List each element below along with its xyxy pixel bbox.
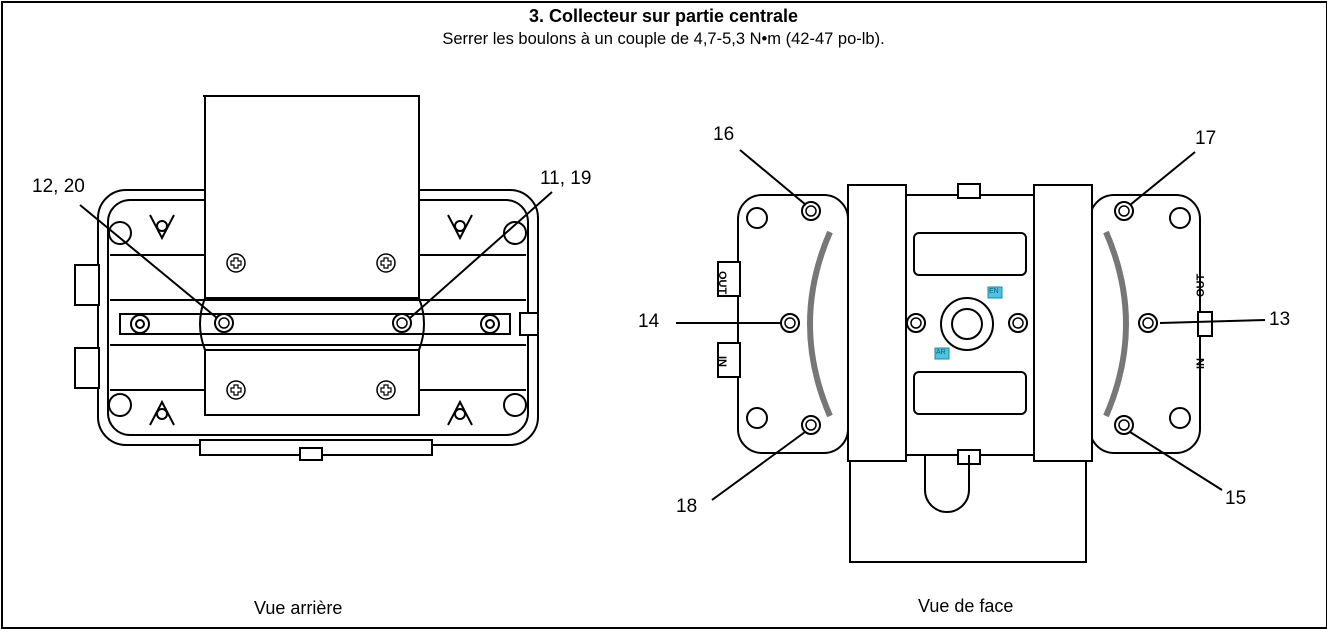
callout-18: 18 — [676, 496, 698, 517]
callout-16: 16 — [713, 124, 735, 145]
callout-12-20: 12, 20 — [32, 176, 85, 197]
callout-11-19: 11, 19 — [540, 168, 592, 189]
port-label-in-left: IN — [716, 356, 728, 367]
caption-rear-view: Vue arrière — [254, 598, 343, 618]
front-view-tags — [934, 286, 1003, 360]
torque-instruction: Serrer les boulons à un couple de 4,7-5,… — [442, 30, 885, 48]
callout-13: 13 — [1269, 309, 1291, 330]
callout-14: 14 — [638, 311, 660, 332]
port-label-out-right: OUT — [1195, 273, 1207, 297]
front-view-drawing — [717, 183, 1213, 563]
tag-ar: AR — [936, 349, 946, 356]
callout-15: 15 — [1225, 488, 1247, 509]
rear-view-leader-lines — [79, 191, 553, 319]
rear-view-drawing — [74, 95, 539, 461]
caption-front-view: Vue de face — [918, 596, 1014, 616]
front-view-leader-lines — [676, 149, 1266, 501]
tag-en: EN — [989, 288, 999, 295]
port-label-in-right: IN — [1195, 358, 1207, 369]
port-label-out-left: OUT — [716, 271, 728, 295]
callout-17: 17 — [1195, 128, 1217, 149]
figure-title: 3. Collecteur sur partie centrale — [528, 6, 799, 26]
